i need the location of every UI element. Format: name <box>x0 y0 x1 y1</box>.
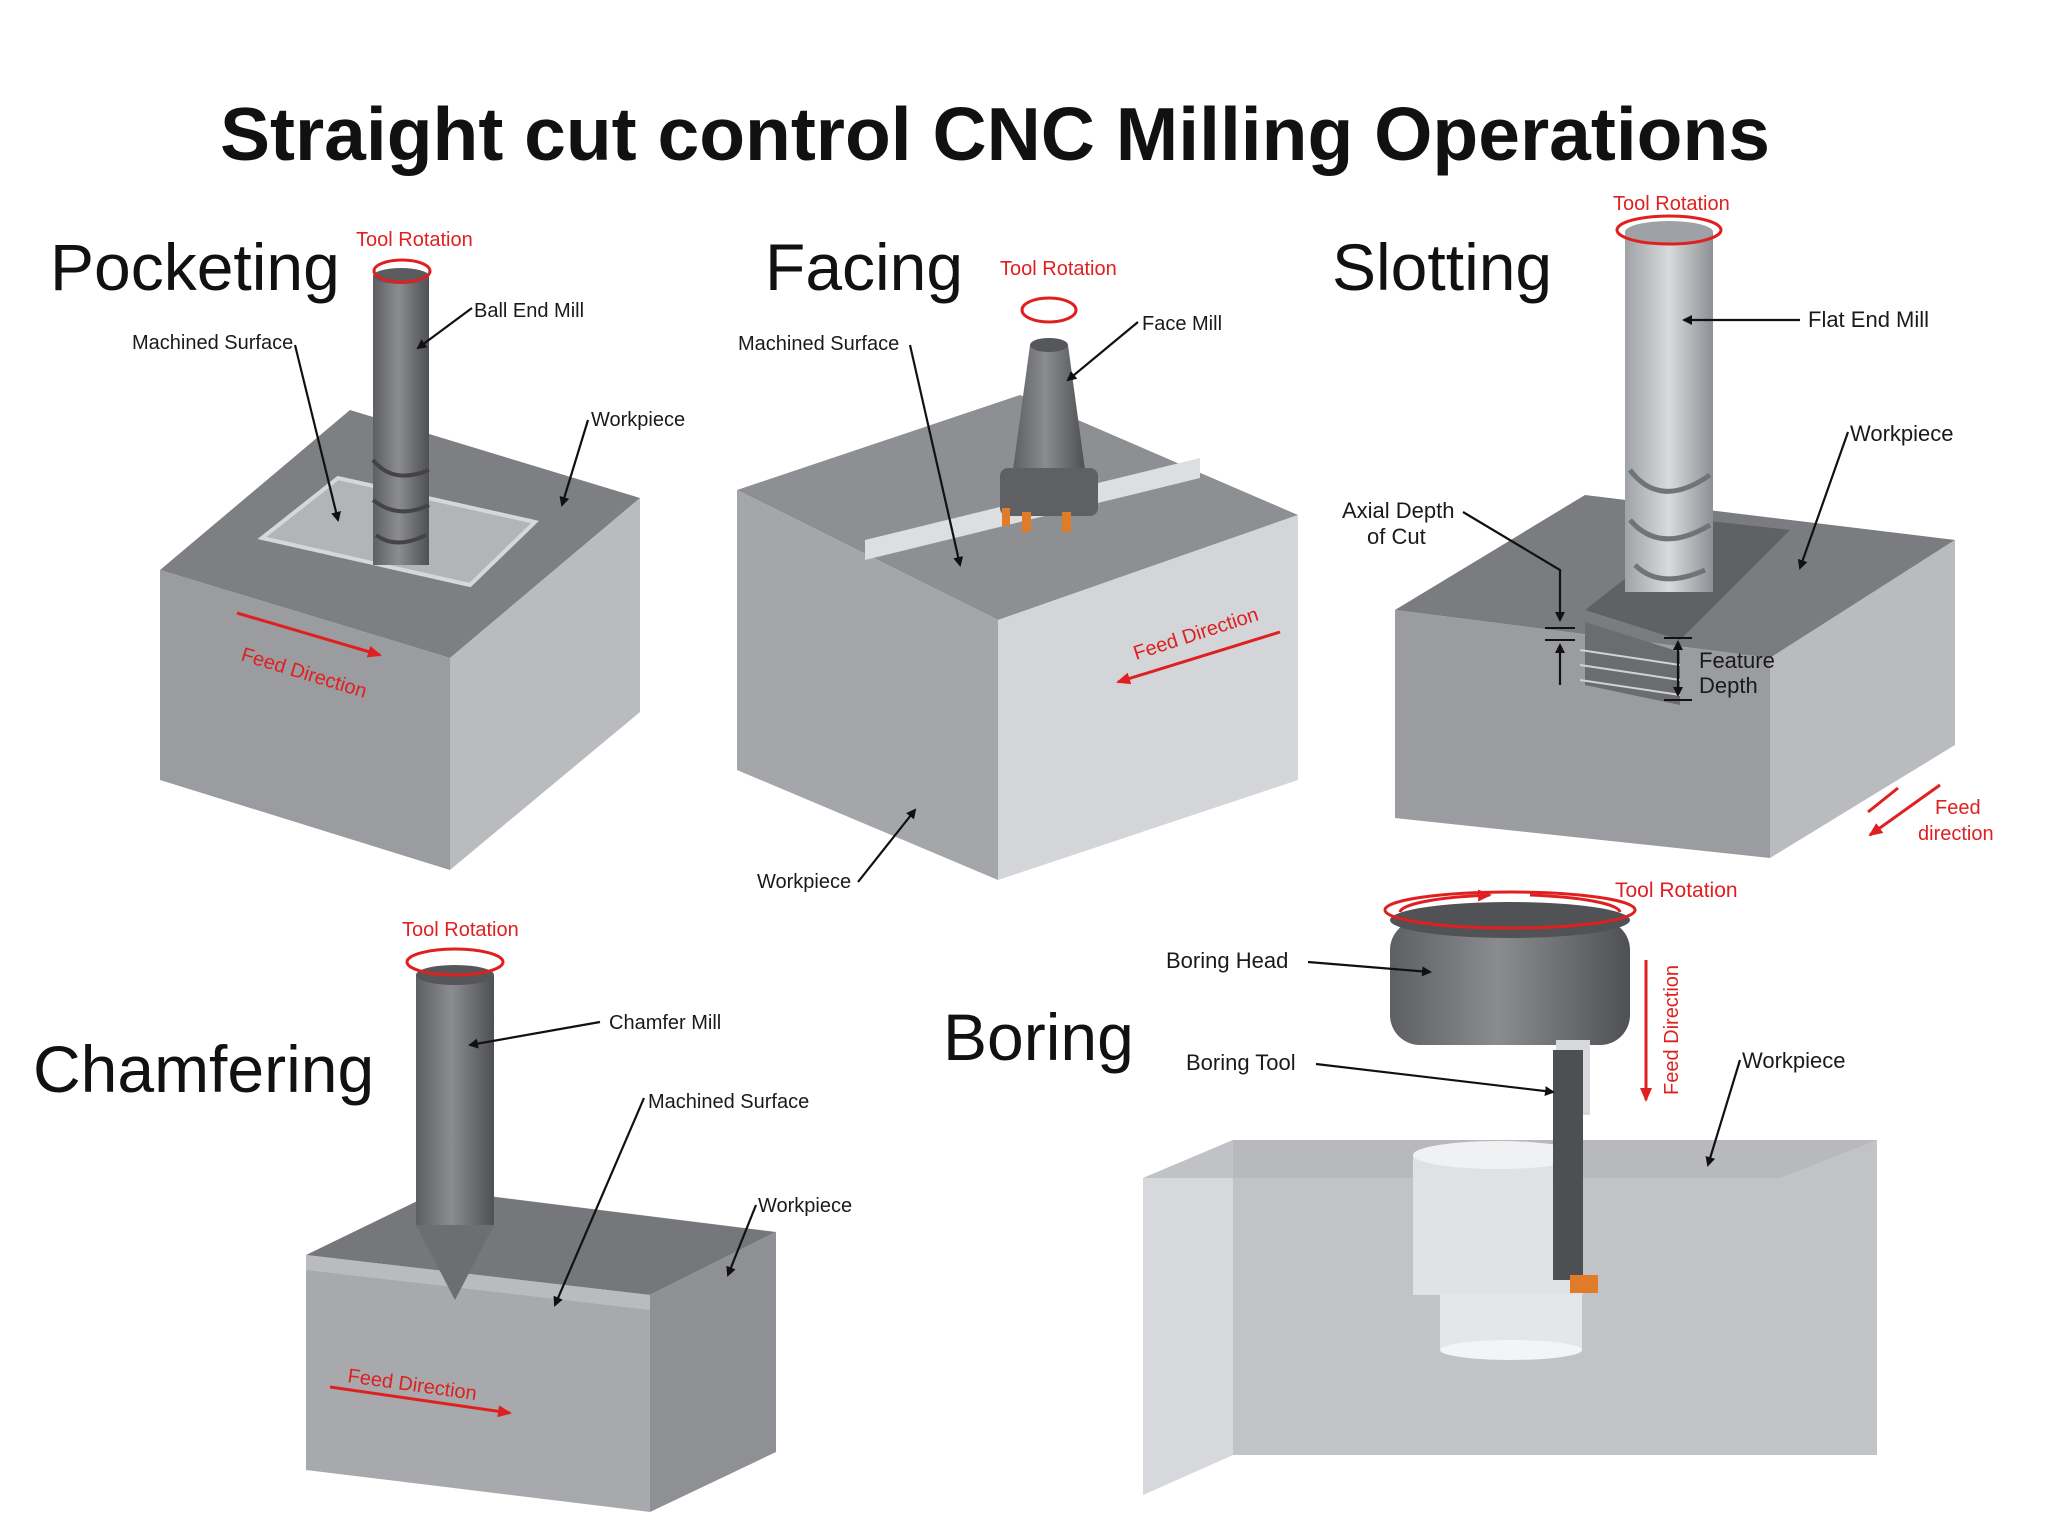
ball-end-mill <box>373 275 429 565</box>
facing-panel: Facing Tool Rotation Face Mill Machined … <box>737 230 1298 893</box>
chamfering-heading: Chamfering <box>33 1032 374 1106</box>
chamfering-tool-rotation-label: Tool Rotation <box>402 919 519 941</box>
boring-tool <box>1553 1050 1583 1280</box>
slotting-axial-depth-label-2: of Cut <box>1367 524 1426 549</box>
pocketing-tool-label: Ball End Mill <box>474 300 584 322</box>
slotting-workpiece-side <box>1770 540 1955 858</box>
pocketing-machined-surface-label: Machined Surface <box>132 332 293 354</box>
facing-tool-label: Face Mill <box>1142 313 1222 335</box>
chamfering-tool-label: Chamfer Mill <box>609 1012 721 1034</box>
chamfer-mill <box>416 975 494 1225</box>
slotting-rotation-icon <box>1615 214 1723 246</box>
chamfering-rotation-icon <box>405 947 505 977</box>
slotting-feature-depth-label-2: Depth <box>1699 673 1758 698</box>
facing-workpiece-label: Workpiece <box>757 871 851 893</box>
slotting-feature-depth-label: Feature <box>1699 648 1775 673</box>
facing-heading: Facing <box>765 230 963 304</box>
chamfering-panel: Chamfering Tool Rotation Chamfer Mill Ma… <box>33 919 852 1512</box>
facing-workpiece-side <box>998 515 1298 880</box>
page-title: Straight cut control CNC Milling Operati… <box>220 92 1770 176</box>
chamfering-workpiece-label: Workpiece <box>758 1195 852 1217</box>
chamfering-workpiece-side <box>650 1232 776 1512</box>
slotting-tool-label: Flat End Mill <box>1808 307 1929 332</box>
slotting-tool-rotation-label: Tool Rotation <box>1613 193 1730 215</box>
boring-panel: Boring Tool Rotation Boring Head Boring … <box>943 879 1877 1495</box>
boring-workpiece-label: Workpiece <box>1742 1048 1846 1073</box>
slotting-axial-depth-label: Axial Depth <box>1342 498 1455 523</box>
slotting-feed-label-2: direction <box>1918 823 1994 845</box>
pocketing-workpiece-side <box>450 498 640 870</box>
slotting-feed-label: Feed <box>1935 797 1981 819</box>
boring-feed-label: Feed Direction <box>1661 965 1683 1095</box>
slotting-heading: Slotting <box>1332 230 1552 304</box>
pocketing-heading: Pocketing <box>50 230 340 304</box>
pocketing-rotation-icon <box>372 258 432 284</box>
slotting-panel: Slotting Tool Rotation Flat End Mill Wor… <box>1332 193 1994 858</box>
boring-heading: Boring <box>943 1000 1134 1074</box>
chamfering-workpiece-front <box>306 1255 650 1512</box>
pocketing-workpiece-front <box>160 570 450 870</box>
face-mill-shank <box>1013 345 1085 470</box>
facing-tool-rotation-label: Tool Rotation <box>1000 258 1117 280</box>
boring-tool-rotation-label: Tool Rotation <box>1615 879 1738 902</box>
boring-head-label: Boring Head <box>1166 948 1288 973</box>
facing-workpiece-front <box>737 490 998 880</box>
boring-tool-label: Boring Tool <box>1186 1050 1296 1075</box>
face-mill-cutter <box>1000 468 1098 516</box>
pocketing-workpiece-label: Workpiece <box>591 409 685 431</box>
pocketing-tool-rotation-label: Tool Rotation <box>356 229 473 251</box>
facing-rotation-icon <box>1020 296 1078 324</box>
boring-rotation-icon <box>1398 889 1492 913</box>
boring-head <box>1390 920 1630 1045</box>
slotting-workpiece-label: Workpiece <box>1850 421 1954 446</box>
chamfering-machined-surface-label: Machined Surface <box>648 1091 809 1113</box>
pocketing-panel: Pocketing Tool Rotation Ball End Mill Ma… <box>50 229 685 870</box>
facing-machined-surface-label: Machined Surface <box>738 333 899 355</box>
